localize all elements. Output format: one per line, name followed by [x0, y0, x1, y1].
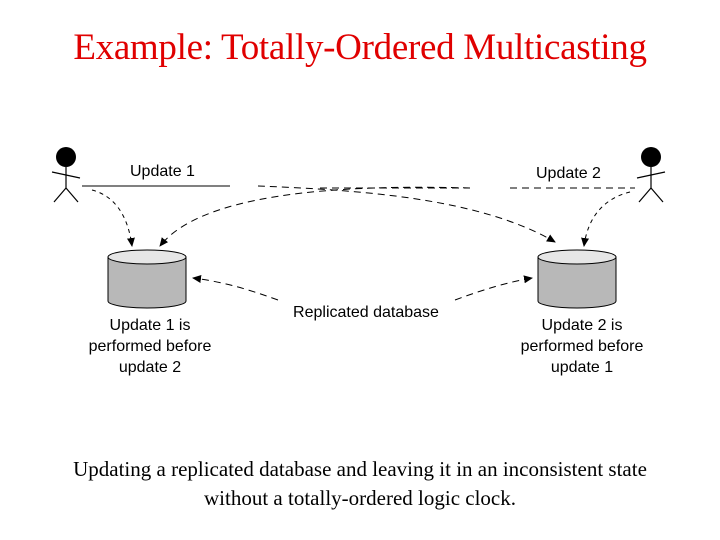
left-state-line: update 2: [119, 359, 181, 376]
update2-label: Update 2: [536, 165, 601, 182]
update1-local-arrow: [91, 189, 135, 247]
slide-title: Example: Totally-Ordered Multicasting: [73, 27, 647, 68]
replicated-db-label: Replicated database: [293, 304, 439, 321]
caption: Updating a replicated database and leavi…: [0, 455, 720, 513]
update1-remote-arrow: [257, 185, 556, 243]
update1-path: [82, 185, 556, 247]
update2-path: [159, 186, 635, 247]
caption-line: Updating a replicated database and leavi…: [73, 457, 647, 481]
update1-label: Update 1: [130, 163, 195, 180]
left-user-icon: [51, 147, 81, 203]
right-state-line: performed before: [521, 338, 644, 355]
right-state-line: Update 2 is: [542, 317, 623, 334]
right-state-line: update 1: [551, 359, 613, 376]
replicated-db-arrows: [192, 275, 533, 301]
left-state-label: Update 1 is performed before update 2: [89, 317, 212, 376]
right-user-icon: [636, 147, 666, 203]
right-state-label: Update 2 is performed before update 1: [521, 317, 644, 376]
caption-line: without a totally-ordered logic clock.: [204, 486, 516, 510]
left-state-line: performed before: [89, 338, 212, 355]
left-database-icon: [107, 249, 187, 309]
left-state-line: Update 1 is: [110, 317, 191, 334]
update2-local-arrow: [581, 191, 631, 247]
right-database-icon: [537, 249, 617, 309]
update2-remote-arrow: [159, 186, 471, 247]
